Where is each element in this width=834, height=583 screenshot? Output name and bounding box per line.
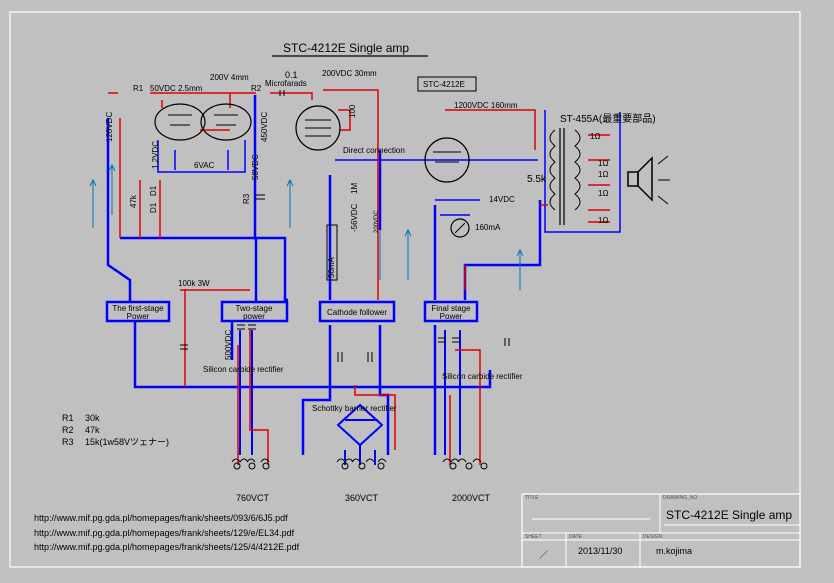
label-200vdc-30mm: 200VDC 30mm <box>322 69 377 78</box>
transformer-760vct: 760VCT <box>236 493 270 503</box>
label-cap: 0.1 <box>285 70 298 80</box>
part-r3-value: 15k(1w58Vツェナー) <box>85 437 169 447</box>
tube-tag: STC-4212E <box>423 80 465 89</box>
tap-3: 1Ω <box>598 189 608 198</box>
supply-final-stage: Final stage Power <box>423 300 479 323</box>
vlabel-120vdc: 120VDC <box>105 112 114 142</box>
vlabel-100: 100 <box>348 104 357 118</box>
vlabel-450vdc: 450VDC <box>260 112 269 142</box>
vlabel-d1-a: D1 <box>149 202 158 213</box>
vlabel-56vdc: -56VDC <box>350 203 359 232</box>
tb-header-sheet: SHEET <box>525 534 542 540</box>
tb-title: STC-4212E Single amp <box>666 508 792 522</box>
supply-cathode-follower-label: Cathode follower <box>327 308 387 317</box>
transformer-impedance: 5.5k <box>527 174 547 185</box>
tb-author: m.kojima <box>656 546 692 556</box>
supply-first-stage-line1: The first-stage <box>112 304 164 313</box>
power-transformer-coils <box>231 458 488 470</box>
supply-two-stage: Two-stage power <box>220 300 289 323</box>
tube-tag-box <box>417 76 477 92</box>
output-transformer <box>549 128 581 225</box>
vlabel-500vdc: 500VDC <box>224 330 233 360</box>
supply-first-stage: The first-stage Power <box>105 300 171 323</box>
hv-wiring <box>108 89 610 465</box>
title-block: TITLE DRAWING_NO SHEET DATE DESIGN STC-4… <box>521 493 801 568</box>
tube-6j5-pair <box>154 103 252 141</box>
vlabel-1.2vdc: 1.2VDC <box>151 141 160 169</box>
tap-4: 1Ω <box>598 216 608 225</box>
ammeter-icon <box>450 218 470 238</box>
datasheet-url-4212e: http://www.mif.pg.gda.pl/homepages/frank… <box>34 542 300 552</box>
vlabel-d1-b: D1 <box>149 185 158 196</box>
tube-el34 <box>295 105 341 151</box>
part-r1-value: 30k <box>85 413 100 423</box>
label-14vdc: 14VDC <box>489 195 515 204</box>
current-arrows <box>89 163 524 290</box>
supply-two-stage-line2: power <box>243 312 265 321</box>
supply-cathode-follower: Cathode follower <box>318 300 396 323</box>
vlabel-200vdc: 200VDC <box>374 210 380 233</box>
tb-sheet-mark: ／ <box>539 550 548 560</box>
vlabel-1m: 1M <box>350 183 359 194</box>
datasheet-url-el34: http://www.mif.pg.gda.pl/homepages/frank… <box>34 528 295 538</box>
tap-5: 1Ω <box>598 170 608 179</box>
supply-first-stage-line2: Power <box>127 312 150 321</box>
part-r1-id: R1 <box>62 413 74 423</box>
transformer-360vct: 360VCT <box>345 493 379 503</box>
datasheet-url-6j5: http://www.mif.pg.gda.pl/homepages/frank… <box>34 513 288 523</box>
vlabel-50ma: 50mA <box>327 256 336 278</box>
vlabel-r3: R3 <box>242 193 251 204</box>
supply-two-stage-line1: Two-stage <box>236 304 273 313</box>
supply-final-stage-line1: Final stage <box>431 304 471 313</box>
component-marks <box>180 90 510 362</box>
label-100k-3w: 100k 3W <box>178 279 210 288</box>
tb-header-title: TITLE <box>525 495 539 501</box>
label-r2: R2 <box>251 84 262 93</box>
label-sic-rectifier-1: Silicon carbide rectifier <box>203 365 284 374</box>
supply-final-stage-line2: Power <box>440 312 463 321</box>
tube-4212e <box>424 137 470 183</box>
tb-date: 2013/11/30 <box>578 546 622 556</box>
part-r2-value: 47k <box>85 425 100 435</box>
tap-2: 1Ω <box>598 159 608 168</box>
label-6vac: 6VAC <box>194 161 215 170</box>
vlabel-58vdc: 58VDC <box>251 154 260 180</box>
drawing-frame <box>9 11 801 568</box>
label-1200vdc: 1200VDC 160mm <box>454 101 518 110</box>
label-schottky: Schottky barrier rectifier <box>312 404 397 413</box>
tap-1: 1Ω <box>590 132 600 141</box>
part-r2-id: R2 <box>62 425 74 435</box>
label-microfarads: Microfarads <box>265 79 307 88</box>
label-r1: R1 <box>133 84 144 93</box>
tb-header-design: DESIGN <box>643 534 663 540</box>
vlabel-47k: 47k <box>129 194 138 208</box>
tb-header-drawing: DRAWING_NO <box>663 495 697 501</box>
transformer-name: ST-455A(最重要部品) <box>560 112 656 125</box>
schematic-title: STC-4212E Single amp <box>283 41 409 55</box>
label-200v: 200V 4mm <box>210 73 249 82</box>
tb-header-date: DATE <box>569 534 583 540</box>
transformer-2000vct: 2000VCT <box>452 493 491 503</box>
label-sic-rectifier-2: Silicon carbide rectifier <box>442 372 523 381</box>
label-50vdc: 50VDC 2.5mm <box>150 84 203 93</box>
speaker-icon <box>627 155 670 205</box>
part-r3-id: R3 <box>62 437 74 447</box>
label-160ma: 160mA <box>475 223 501 232</box>
label-direct-connection: Direct connection <box>343 146 405 155</box>
